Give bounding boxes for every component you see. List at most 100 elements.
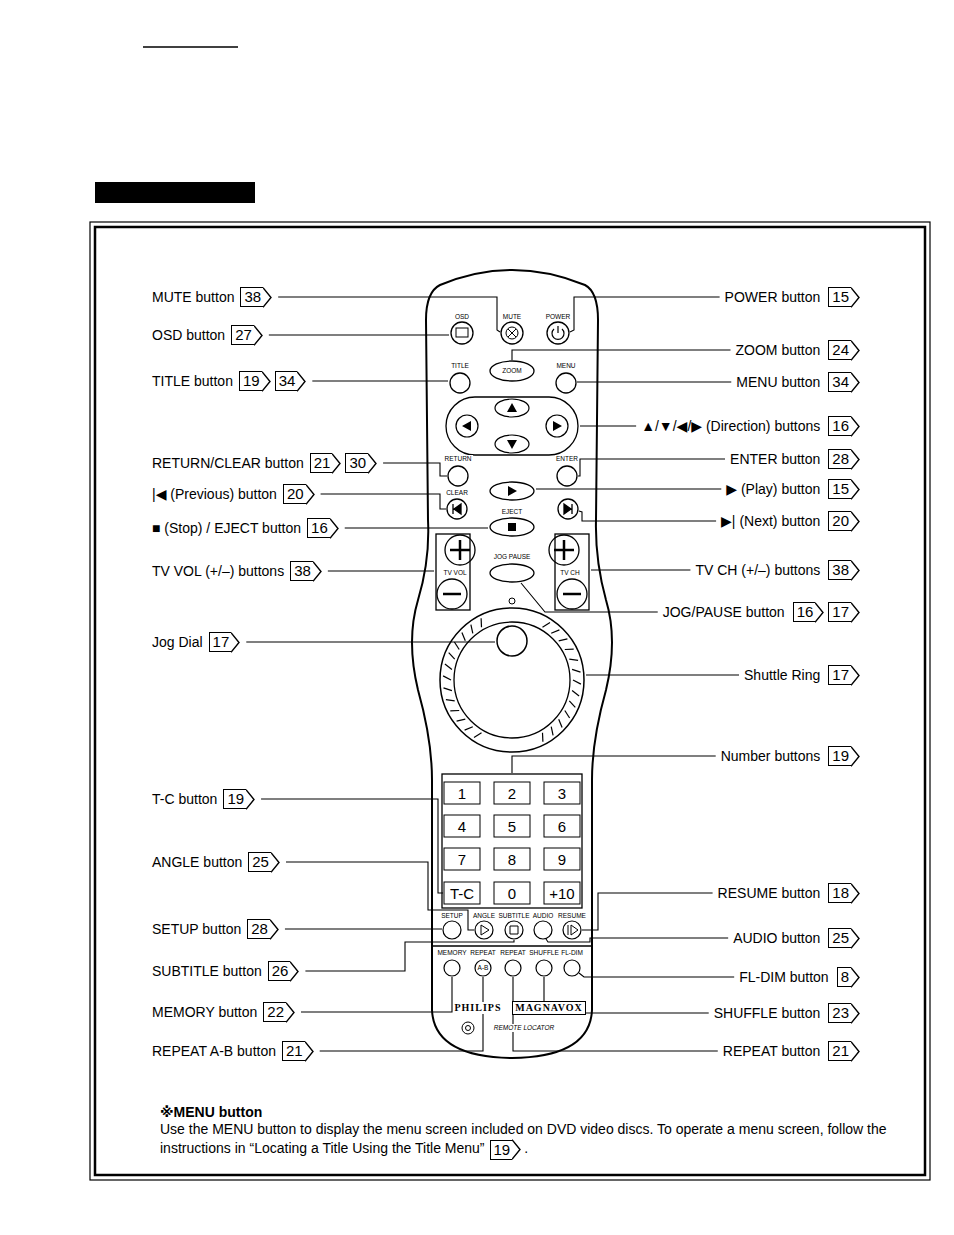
callout-chevron — [851, 560, 860, 581]
leader-line — [536, 488, 721, 489]
callout-number: 19 — [223, 789, 246, 809]
callout-box: 8 — [837, 967, 860, 988]
callout-chevron — [286, 1002, 295, 1023]
callout-chevron — [313, 561, 322, 582]
ring-tick — [474, 733, 482, 738]
key-label: 2 — [508, 785, 516, 802]
ring-tick — [457, 719, 466, 721]
ring-tick — [565, 711, 570, 719]
key-label: 9 — [558, 851, 566, 868]
callout-box: 17 — [828, 602, 860, 623]
callout-chevron — [851, 883, 860, 904]
leader-line — [345, 527, 488, 528]
key-label: 3 — [558, 785, 566, 802]
leader-line — [579, 973, 734, 977]
ring-tick — [444, 688, 452, 691]
key-label: 6 — [558, 818, 566, 835]
ring-tick — [551, 727, 553, 736]
note-text: . — [524, 1140, 528, 1156]
leader-line — [312, 380, 448, 381]
leader-line — [570, 297, 720, 332]
callout-chevron — [851, 928, 860, 949]
callout-box: 34 — [828, 372, 860, 393]
callout-chevron — [851, 1003, 860, 1024]
ring-tick — [465, 727, 473, 730]
ring-tick — [446, 700, 455, 701]
ring-tick — [565, 648, 574, 650]
callout-box: 34 — [275, 371, 307, 392]
key-label: 8 — [508, 851, 516, 868]
callout-number: 21 — [310, 453, 333, 473]
callout-chevron — [231, 632, 240, 653]
callout-chevron — [246, 789, 255, 810]
callout-box: 27 — [231, 325, 263, 346]
callout-number: 19 — [239, 371, 262, 391]
ring-tick — [443, 676, 451, 680]
callout-chevron — [851, 967, 860, 988]
part-label: Jog Dial — [152, 634, 203, 651]
button-label: REPEAT — [469, 949, 497, 957]
callout-number: 34 — [275, 371, 298, 391]
callout-chevron — [851, 340, 860, 361]
callout-chevron — [332, 453, 341, 474]
part-label: RESUME button — [718, 885, 821, 902]
callout-chevron — [271, 852, 280, 873]
note-body: Use the MENU button to display the menu … — [160, 1120, 890, 1160]
button-label: SHUFFLE — [528, 949, 560, 957]
button-label: RETURN — [443, 455, 472, 463]
part-label: SETUP button — [152, 921, 241, 938]
button-label: POWER — [545, 313, 572, 321]
ring-tick — [454, 642, 459, 650]
callout-number: 27 — [231, 325, 254, 345]
callout-chevron — [851, 287, 860, 308]
button-label: A-B — [477, 964, 490, 972]
callout-chevron — [851, 449, 860, 470]
callout-number: 17 — [828, 602, 851, 622]
leader-line — [285, 928, 442, 929]
callout-number: 34 — [828, 372, 851, 392]
button-label: REMOTE LOCATOR — [493, 1024, 555, 1032]
callout-number: 16 — [828, 416, 851, 436]
callout-box: 38 — [828, 560, 860, 581]
callout-number: 38 — [240, 287, 263, 307]
ring-tick — [573, 680, 581, 684]
callout-number: 19 — [490, 1140, 513, 1160]
callout-chevron — [306, 484, 315, 505]
leader-line — [577, 381, 731, 382]
callout-number: 24 — [828, 340, 851, 360]
callout-chevron — [851, 665, 860, 686]
callout-box: 18 — [828, 883, 860, 904]
callout-box: 30 — [345, 453, 377, 474]
callout-chevron — [270, 919, 279, 940]
callout-chevron — [851, 602, 860, 623]
callout-chevron — [368, 453, 377, 474]
leader-line — [301, 977, 452, 1012]
callout-box: 19 — [490, 1139, 522, 1160]
callout-number: 22 — [263, 1002, 286, 1022]
key-label: +10 — [549, 885, 574, 902]
part-label: FL-DIM button — [739, 969, 828, 986]
callout-number: 16 — [793, 602, 816, 622]
callout-box: 19 — [828, 746, 860, 767]
callout-number: 30 — [345, 453, 368, 473]
leader-line — [286, 862, 474, 930]
part-label: ANGLE button — [152, 854, 242, 871]
callout-number: 21 — [282, 1041, 305, 1061]
part-label: TV CH (+/–) buttons — [695, 562, 820, 579]
callout-box: 19 — [239, 371, 271, 392]
part-label: TITLE button — [152, 373, 233, 390]
callout-box: 16 — [828, 416, 860, 437]
part-label: Number buttons — [721, 748, 821, 765]
callout-box: 20 — [828, 511, 860, 532]
ring-tick — [559, 639, 568, 641]
callout-chevron — [851, 1041, 860, 1062]
part-label: SUBTITLE button — [152, 963, 262, 980]
key-label: 7 — [458, 851, 466, 868]
button-label: SETUP — [440, 912, 464, 920]
callout-box: 19 — [223, 789, 255, 810]
part-label: Shuttle Ring — [744, 667, 820, 684]
ring-tick — [450, 710, 459, 712]
leader-line — [586, 674, 739, 675]
callout-number: 38 — [290, 561, 313, 581]
leader-line — [546, 938, 728, 942]
